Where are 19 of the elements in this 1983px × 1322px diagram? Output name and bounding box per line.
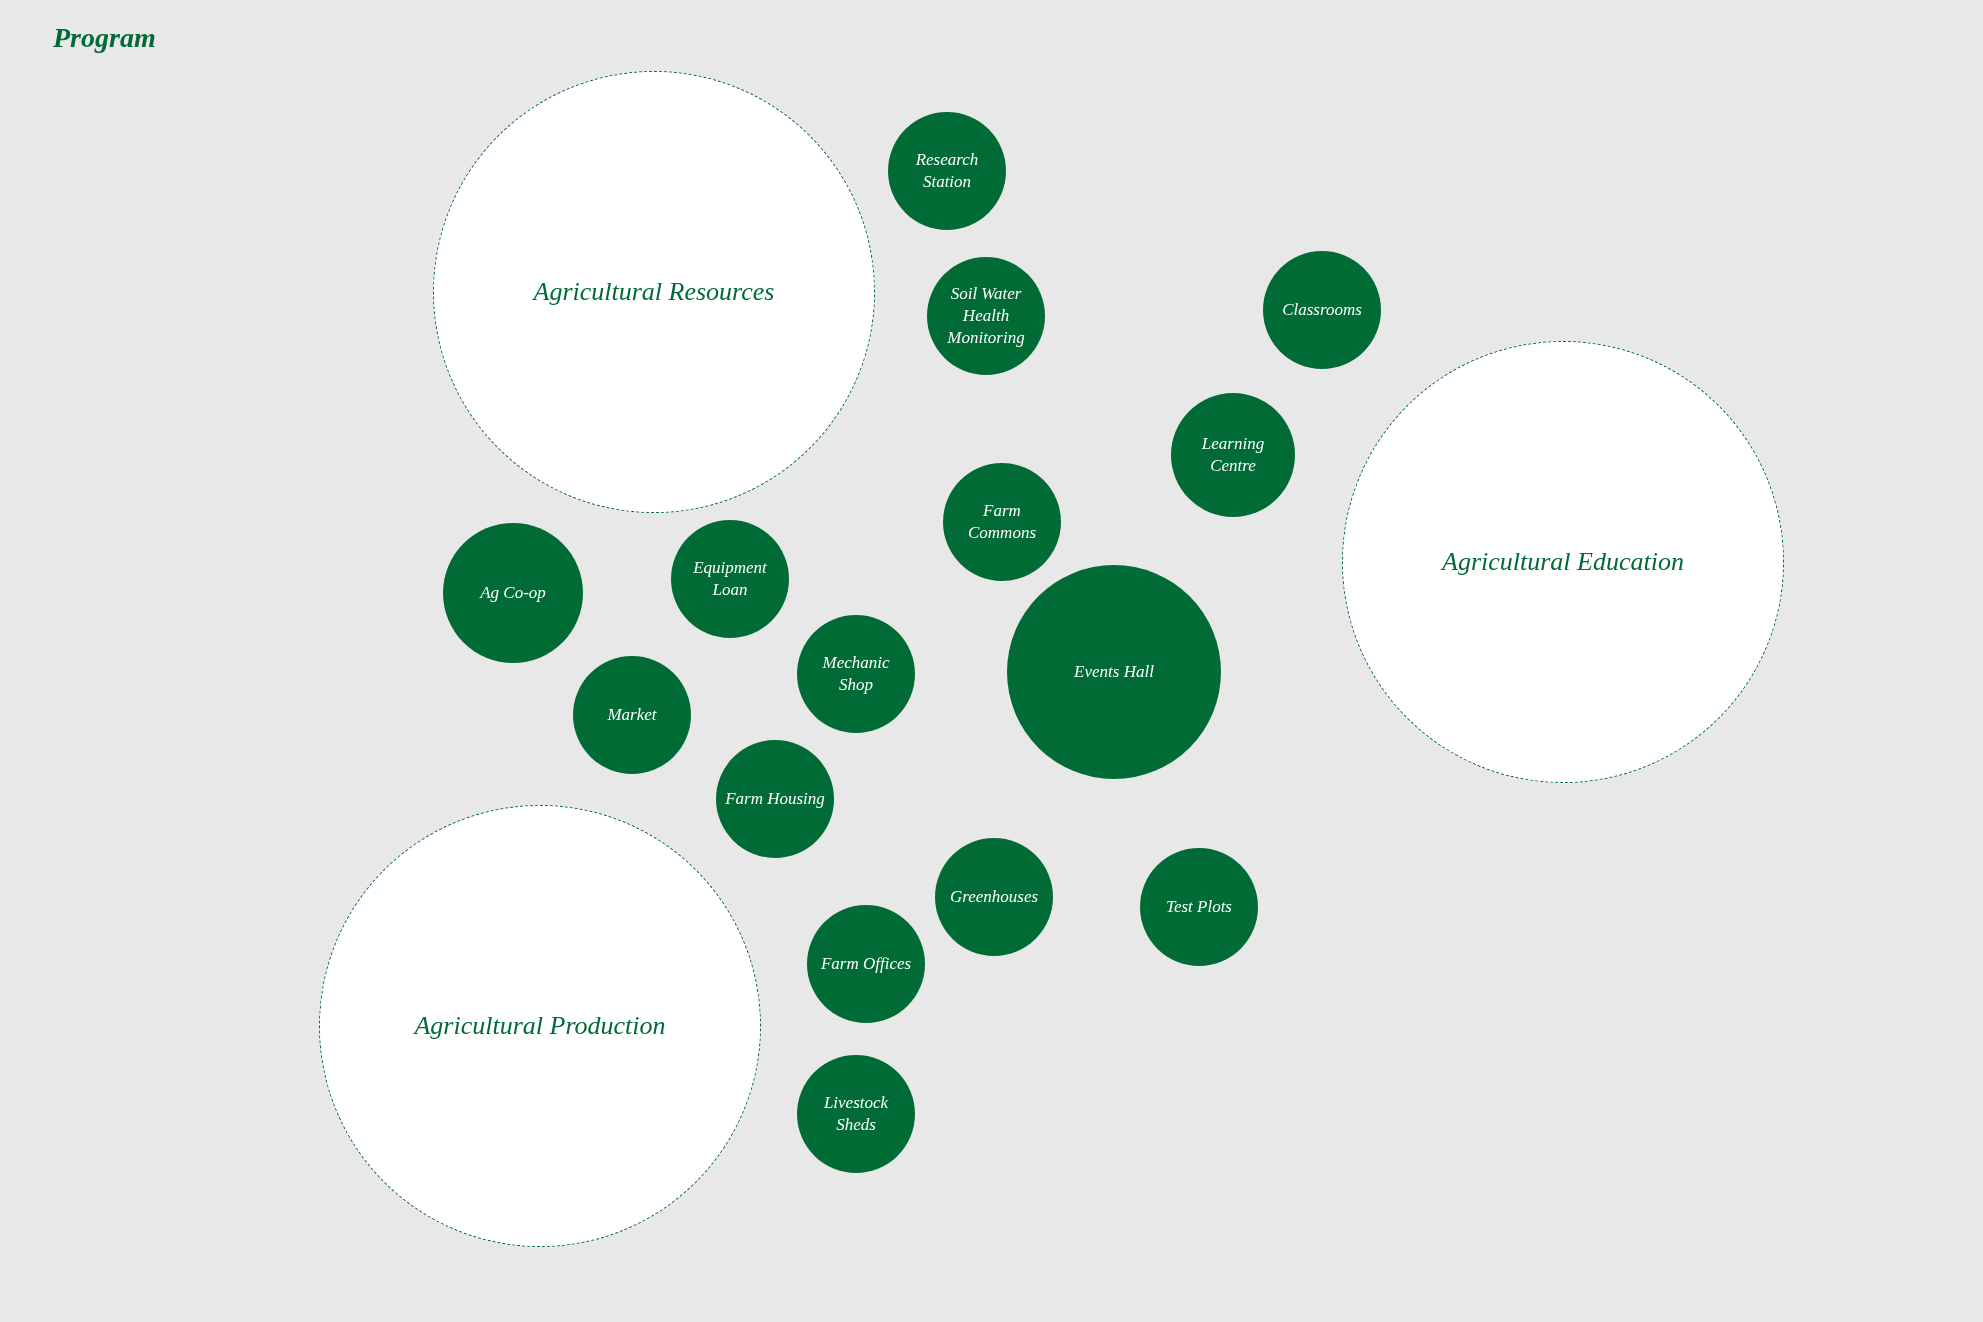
bubble-label: Learning Centre <box>1200 432 1266 477</box>
diagram-title: Program <box>53 22 156 54</box>
category-label: Agricultural Production <box>412 1010 667 1043</box>
bubble-label: Market <box>606 703 658 726</box>
bubble-label: Farm Commons <box>967 499 1037 544</box>
category-label: Agricultural Education <box>1439 546 1685 579</box>
bubble-label: Events Hall <box>1073 660 1155 683</box>
bubble-label: Farm Housing <box>724 787 826 810</box>
bubble-label: Research Station <box>914 148 980 193</box>
bubble-label: Greenhouses <box>948 885 1040 908</box>
bubble-label: Test Plots <box>1165 895 1233 918</box>
bubble-label: Equipment Loan <box>692 556 768 601</box>
bubble-label: Mechanic Shop <box>821 651 891 696</box>
bubble-label: Livestock Sheds <box>822 1091 890 1136</box>
bubble-label: Soil Water Health Monitoring <box>946 282 1026 350</box>
category-label: Agricultural Resources <box>531 276 776 309</box>
bubble-label: Farm Offices <box>819 952 913 975</box>
bubble-label: Classrooms <box>1281 298 1363 321</box>
bubble-label: Ag Co-op <box>478 581 547 604</box>
